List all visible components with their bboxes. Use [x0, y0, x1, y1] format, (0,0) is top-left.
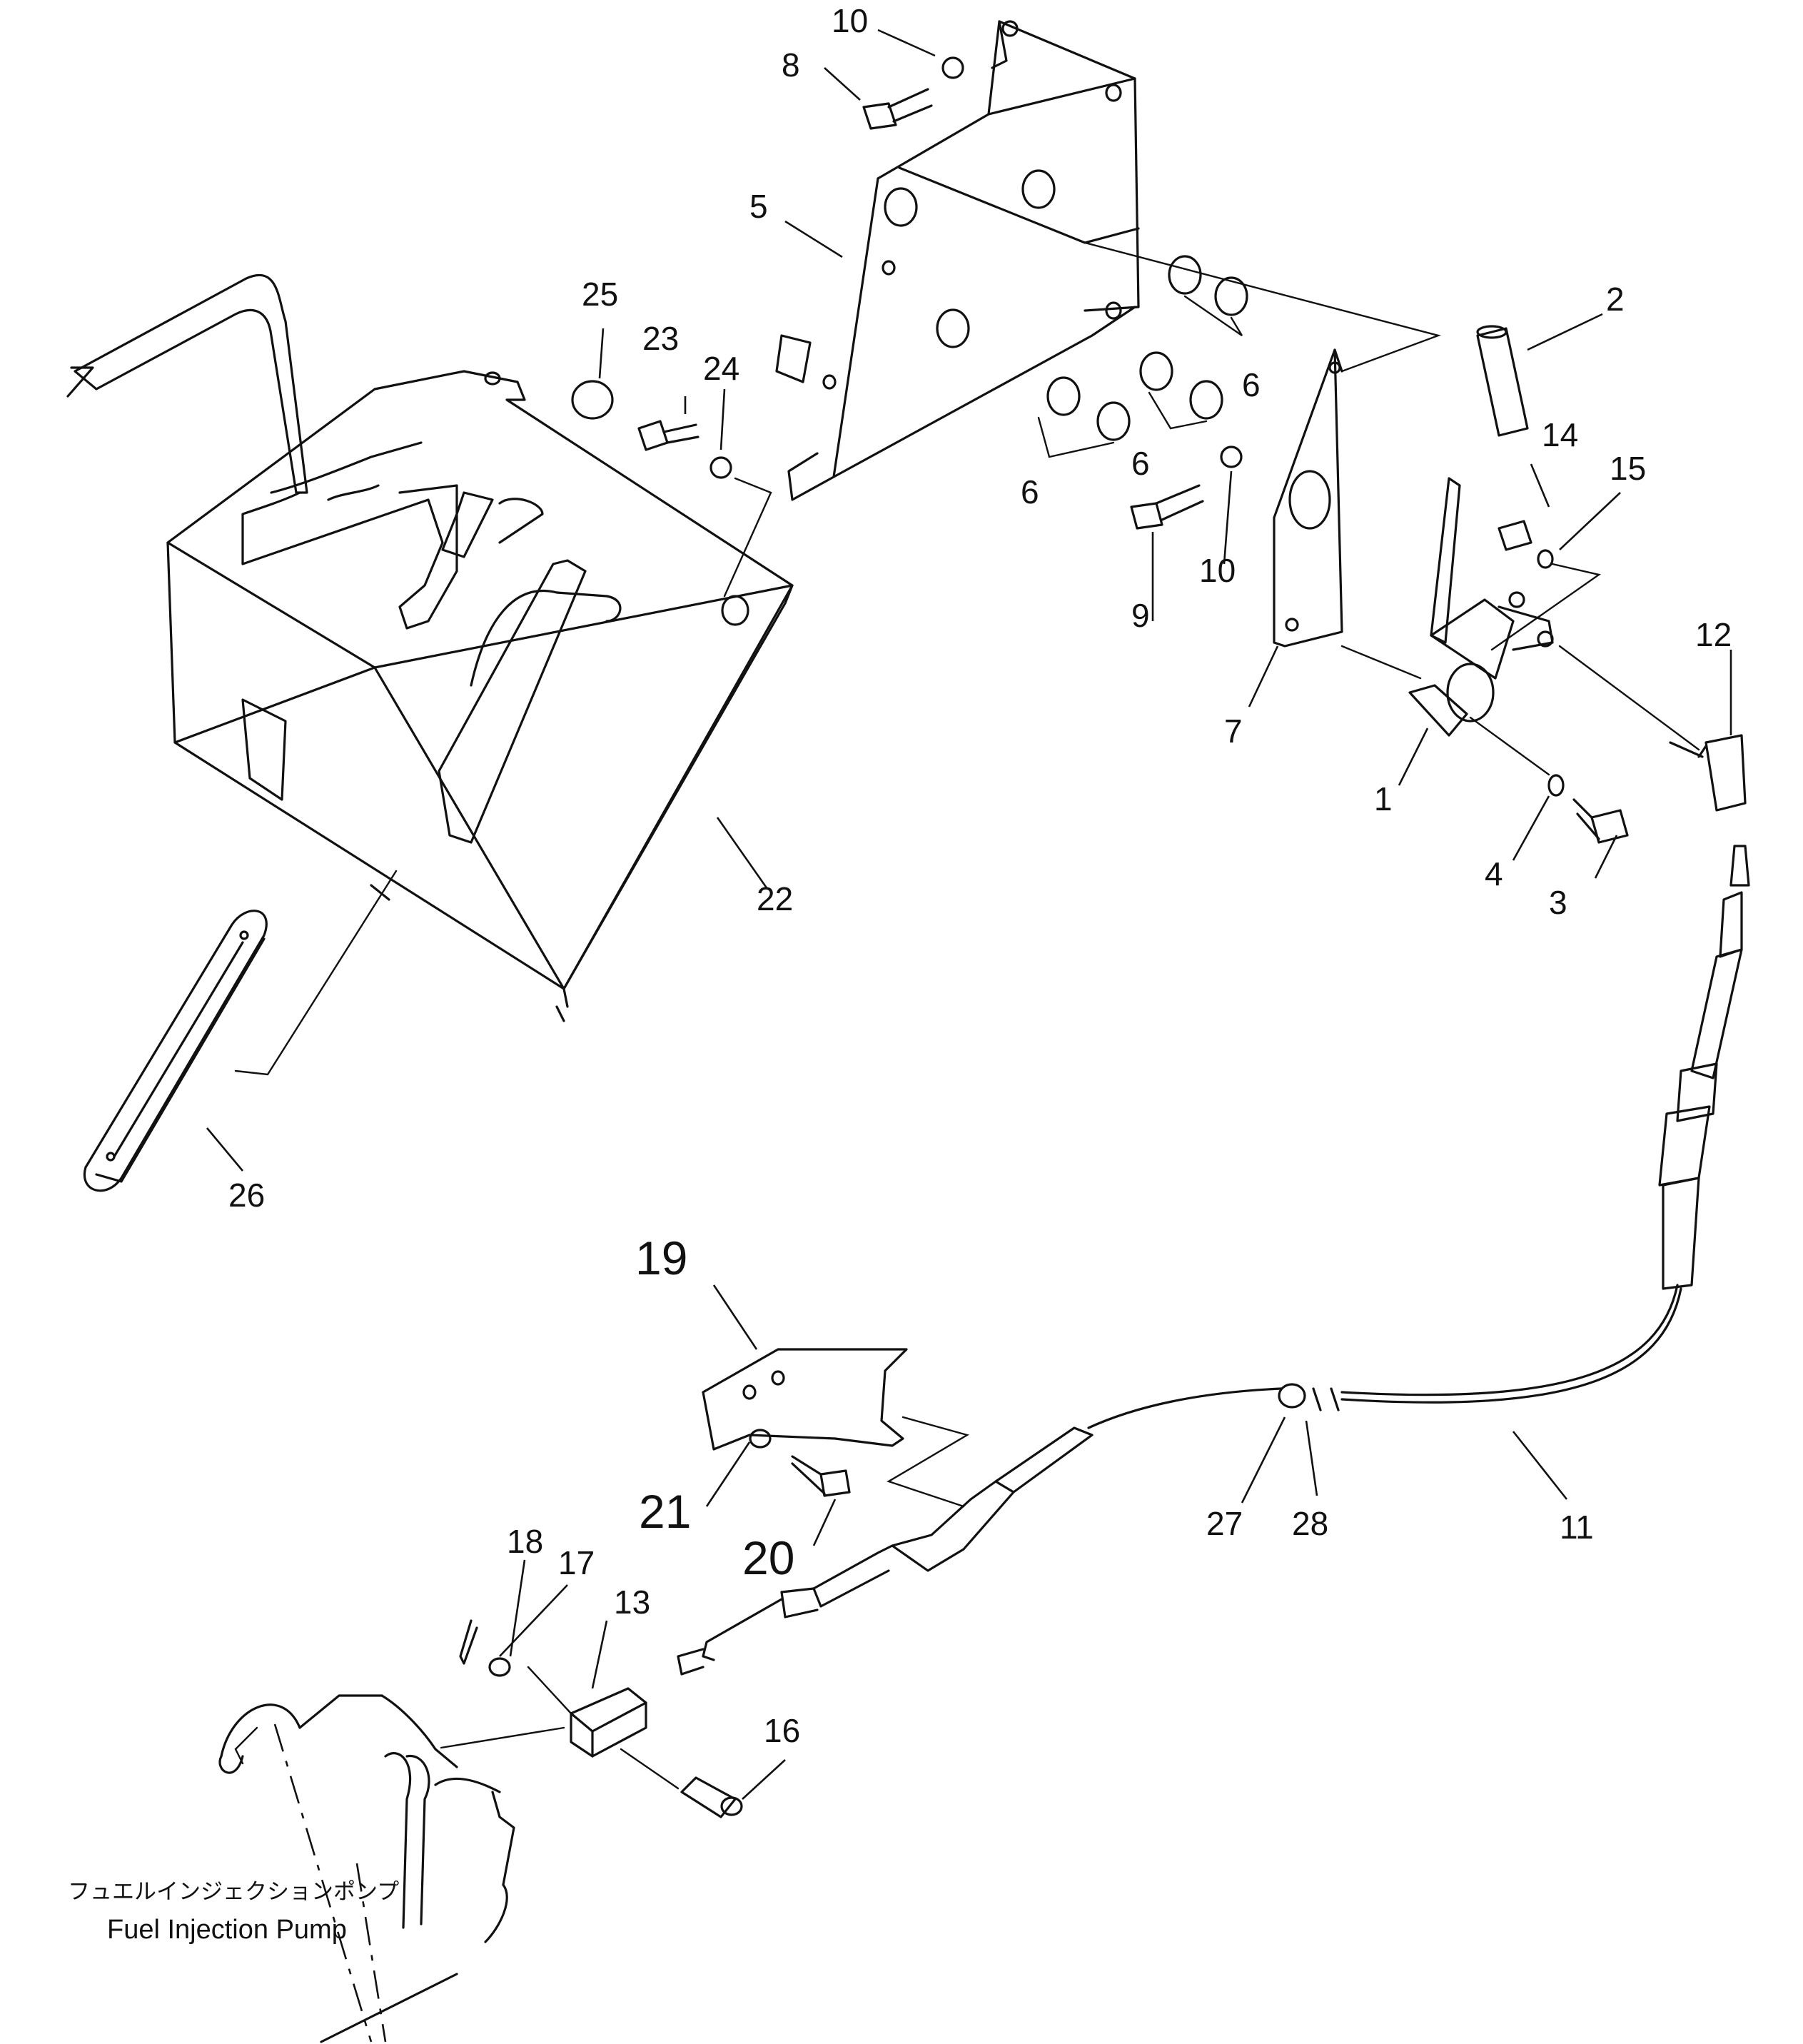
- leader-lines: [206, 29, 1732, 1800]
- callout-15: 15: [1610, 450, 1646, 487]
- callout-8: 8: [782, 46, 800, 84]
- callout-7: 7: [1224, 713, 1243, 750]
- callout-17: 17: [558, 1544, 595, 1581]
- fuel-injection-pump: [218, 1694, 515, 2043]
- callout-22: 22: [757, 880, 793, 917]
- callout-9: 9: [1131, 597, 1150, 634]
- callout-6: 6: [1131, 445, 1150, 482]
- handrail: [66, 273, 458, 630]
- side-plate-part-7: [1084, 241, 1441, 648]
- bolt-part-20: [749, 1429, 851, 1497]
- callout-4: 4: [1485, 855, 1503, 892]
- callout-24: 24: [703, 350, 739, 387]
- caption-japanese: フュエルインジェクションポンプ: [68, 1879, 399, 1905]
- callout-5: 5: [749, 188, 768, 225]
- cable-part-11: [677, 845, 1750, 1676]
- callout-6: 6: [1021, 473, 1039, 510]
- callout-28: 28: [1292, 1505, 1328, 1542]
- callout-14: 14: [1542, 416, 1578, 453]
- lever-part-1: [1340, 325, 1601, 737]
- callout-12: 12: [1695, 616, 1732, 653]
- callout-21: 21: [639, 1485, 691, 1538]
- callout-11: 11: [1560, 1509, 1594, 1546]
- caption-english: Fuel Injection Pump: [107, 1915, 347, 1945]
- callouts: 10 8 5 25 23 24 6 6 6 2 14 15 12 9 10 7 …: [228, 2, 1732, 1749]
- bushings-part-6: [1037, 255, 1248, 458]
- pump-caption: フュエルインジェクションポンプ Fuel Injection Pump: [68, 1879, 399, 1945]
- bolt-part-9: [1130, 445, 1243, 530]
- callout-16: 16: [764, 1712, 800, 1749]
- bolt-part-8: [862, 56, 964, 130]
- callout-19: 19: [635, 1232, 687, 1284]
- nut-part-14: [1498, 520, 1554, 569]
- callout-13: 13: [614, 1584, 650, 1621]
- callout-26: 26: [228, 1177, 265, 1214]
- bolt-part-23: [571, 380, 772, 598]
- bolt-part-3: [1469, 716, 1629, 844]
- callout-10: 10: [832, 2, 868, 39]
- callout-2: 2: [1606, 281, 1625, 318]
- callout-25: 25: [582, 276, 618, 313]
- bracket-part-5: [775, 20, 1140, 501]
- callout-20: 20: [742, 1531, 794, 1584]
- pedal-part-26: [83, 870, 398, 1192]
- callout-3: 3: [1549, 884, 1567, 921]
- callout-10: 10: [1199, 552, 1236, 589]
- callout-1: 1: [1374, 780, 1393, 817]
- block-part-13: [440, 1619, 743, 1818]
- ball-joint-part-12: [1558, 645, 1747, 812]
- callout-23: 23: [642, 320, 679, 357]
- callout-18: 18: [507, 1523, 543, 1560]
- callout-27: 27: [1206, 1505, 1243, 1542]
- bracket-part-19: [702, 1348, 970, 1508]
- cover-part-22: [166, 370, 794, 1022]
- callout-6: 6: [1242, 366, 1261, 403]
